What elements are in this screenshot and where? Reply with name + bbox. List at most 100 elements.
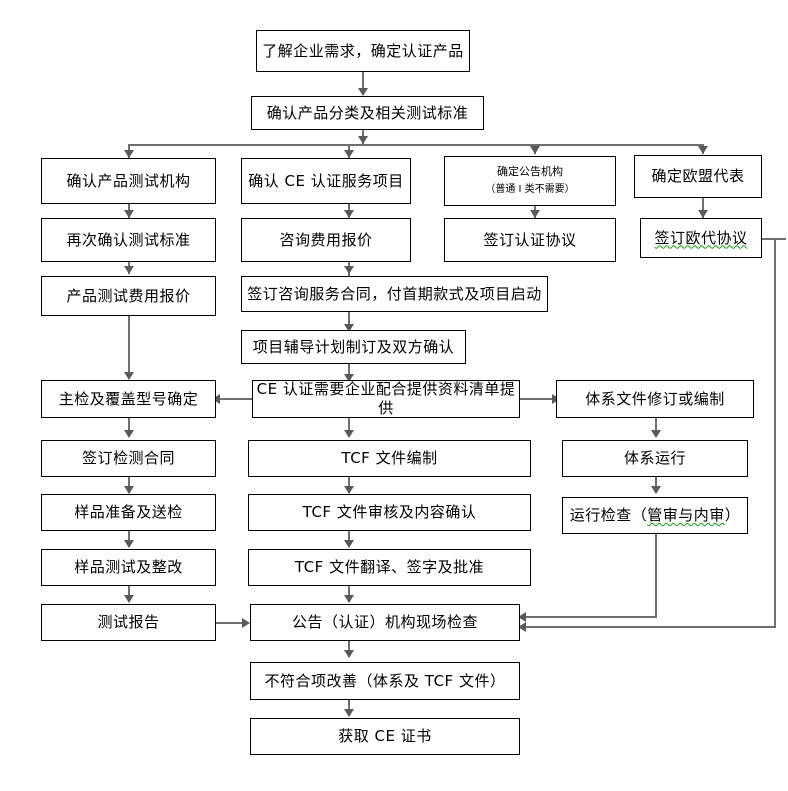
arrowhead-n05-n09 <box>530 210 540 218</box>
arrowhead-n07-n11 <box>124 266 134 274</box>
node-sublabel: （普通 I 类不需要） <box>485 184 575 196</box>
node-label-spellchecked: 管审与内审 <box>647 506 725 525</box>
node-determine-eu-representative[interactable]: 确定欧盟代表 <box>634 155 762 198</box>
node-label-prefix: 运行检查（ <box>569 506 648 525</box>
connector-n27-n28 <box>348 700 350 716</box>
node-label: 确认 CE 认证服务项目 <box>248 171 404 190</box>
node-label: 体系运行 <box>623 449 686 468</box>
node-determine-notified-body[interactable]: 确定公告机构 （普通 I 类不需要） <box>444 156 616 206</box>
node-sign-eu-rep-agreement[interactable]: 签订欧代协议 <box>640 218 762 258</box>
arrowhead-n17-n20 <box>124 486 134 494</box>
node-label-composite: 运行检查（管审与内审） <box>570 506 741 525</box>
connector-n18-n21 <box>348 477 350 493</box>
node-label: 样品准备及送检 <box>74 503 183 522</box>
connector-n13-n15 <box>348 364 350 380</box>
arrowhead-n12-n13 <box>344 324 354 332</box>
arrowhead-n08-n12 <box>344 266 354 274</box>
arrowhead-n20-n23 <box>124 540 134 548</box>
arrowhead-n16-n19 <box>651 430 661 438</box>
connector-n20-n23 <box>128 531 130 547</box>
connector-n23-n25 <box>128 586 130 602</box>
node-label: 测试报告 <box>97 613 160 632</box>
arrowhead-n01-n02 <box>358 88 368 96</box>
connector-n06-n10 <box>702 198 704 218</box>
arrowhead-n14-n17 <box>124 430 134 438</box>
connector-n15-n18 <box>348 418 350 436</box>
node-label: 确定公告机构 <box>497 165 563 179</box>
node-tcf-translation-signature-approval[interactable]: TCF 文件翻译、签字及批准 <box>248 549 531 586</box>
node-notified-body-onsite-audit[interactable]: 公告（认证）机构现场检查 <box>250 604 520 641</box>
node-sign-consulting-contract[interactable]: 签订咨询服务合同，付首期款式及项目启动 <box>241 276 548 312</box>
arrowhead-n06-n10 <box>698 210 708 218</box>
arrowhead-n15-n14 <box>212 394 220 404</box>
arrowhead-n21-n24 <box>344 540 354 548</box>
node-system-operation[interactable]: 体系运行 <box>562 440 748 477</box>
node-label: 咨询费用报价 <box>279 230 373 249</box>
connector-n17-n20 <box>128 477 130 493</box>
node-label: 公告（认证）机构现场检查 <box>291 613 478 632</box>
node-label: 确认产品分类及相关测试标准 <box>266 103 469 122</box>
node-sample-prep-and-submission[interactable]: 样品准备及送检 <box>41 494 216 531</box>
node-nonconformity-improvement[interactable]: 不符合项改善（体系及 TCF 文件） <box>250 662 520 700</box>
node-system-docs-revision[interactable]: 体系文件修订或编制 <box>556 380 754 418</box>
arrowhead-n25-n26 <box>242 618 250 628</box>
node-label: 再次确认测试标准 <box>66 230 191 249</box>
connector-n24-n26 <box>348 586 350 602</box>
node-sign-testing-contract[interactable]: 签订检测合同 <box>41 440 216 477</box>
node-label: 了解企业需求，确定认证产品 <box>262 41 464 60</box>
node-tcf-review-and-confirmation[interactable]: TCF 文件审核及内容确认 <box>248 494 531 531</box>
node-obtain-ce-certificate[interactable]: 获取 CE 证书 <box>250 718 520 755</box>
node-label: 主检及覆盖型号确定 <box>58 389 199 408</box>
arrowhead-n22-n26 <box>518 612 526 622</box>
node-label-suffix: ） <box>724 506 741 525</box>
node-label: 签订认证协议 <box>483 230 577 249</box>
connector-n14-n17 <box>128 418 130 436</box>
node-label: 获取 CE 证书 <box>338 727 432 746</box>
arrowhead-n15-n18 <box>344 430 354 438</box>
node-ce-required-documents-list[interactable]: CE 认证需要企业配合提供资料清单提供 <box>252 380 520 418</box>
node-label: 签订咨询服务合同，付首期款式及项目启动 <box>247 284 542 303</box>
arrowhead-n03-n07 <box>124 210 134 218</box>
connector-n19-n22 <box>655 477 657 493</box>
node-confirm-classification-standards[interactable]: 确认产品分类及相关测试标准 <box>251 96 484 130</box>
connector-n26-n27 <box>348 641 350 657</box>
node-project-plan-confirmation[interactable]: 项目辅导计划制订及双方确认 <box>241 330 466 364</box>
node-product-test-fee-quote[interactable]: 产品测试费用报价 <box>41 276 216 316</box>
node-label: 不符合项改善（体系及 TCF 文件） <box>264 671 506 690</box>
arrowhead-bus-n03 <box>124 150 134 158</box>
arrowhead-bus-n06 <box>698 146 708 154</box>
node-confirm-test-lab[interactable]: 确认产品测试机构 <box>41 158 216 204</box>
node-main-test-model-determination[interactable]: 主检及覆盖型号确定 <box>41 380 216 418</box>
node-label: 签订检测合同 <box>81 449 175 468</box>
arrowhead-n18-n21 <box>344 486 354 494</box>
node-label: 体系文件修订或编制 <box>585 389 725 408</box>
arrowhead-n27-n28 <box>344 709 354 717</box>
node-label: 确认产品测试机构 <box>66 171 191 190</box>
arrowhead-n04-n08 <box>344 210 354 218</box>
node-label: CE 认证需要企业配合提供资料清单提供 <box>256 380 516 417</box>
arrowhead-n11-n14 <box>124 372 134 380</box>
node-sample-test-and-rectification[interactable]: 样品测试及整改 <box>41 549 216 586</box>
connector-n22-n26-vertical <box>655 534 657 618</box>
node-label: 确定欧盟代表 <box>651 167 745 186</box>
arrowhead-n24-n26 <box>344 595 354 603</box>
connector-n10-down <box>774 238 776 628</box>
node-understand-requirements[interactable]: 了解企业需求，确定认证产品 <box>256 30 470 72</box>
connector-n22-n26-horizontal <box>524 616 657 618</box>
node-tcf-document-preparation[interactable]: TCF 文件编制 <box>248 440 531 477</box>
node-reconfirm-test-standards[interactable]: 再次确认测试标准 <box>41 218 216 262</box>
node-label: 签订欧代协议 <box>654 228 748 247</box>
node-confirm-ce-service-items[interactable]: 确认 CE 认证服务项目 <box>241 158 411 204</box>
arrowhead-n13-n15 <box>344 374 354 382</box>
node-sign-certification-agreement[interactable]: 签订认证协议 <box>444 218 616 262</box>
connector-n15-n14 <box>216 398 252 400</box>
connector-n12-n13 <box>348 312 350 330</box>
node-consulting-fee-quote[interactable]: 咨询费用报价 <box>241 218 411 262</box>
node-operation-inspection[interactable]: 运行检查（管审与内审） <box>562 497 748 534</box>
node-test-report[interactable]: 测试报告 <box>41 604 216 641</box>
node-label: 产品测试费用报价 <box>66 286 191 305</box>
arrowhead-n02-bus <box>358 136 368 144</box>
arrowhead-bus-n05 <box>530 146 540 154</box>
connector-n16-n19 <box>655 418 657 436</box>
